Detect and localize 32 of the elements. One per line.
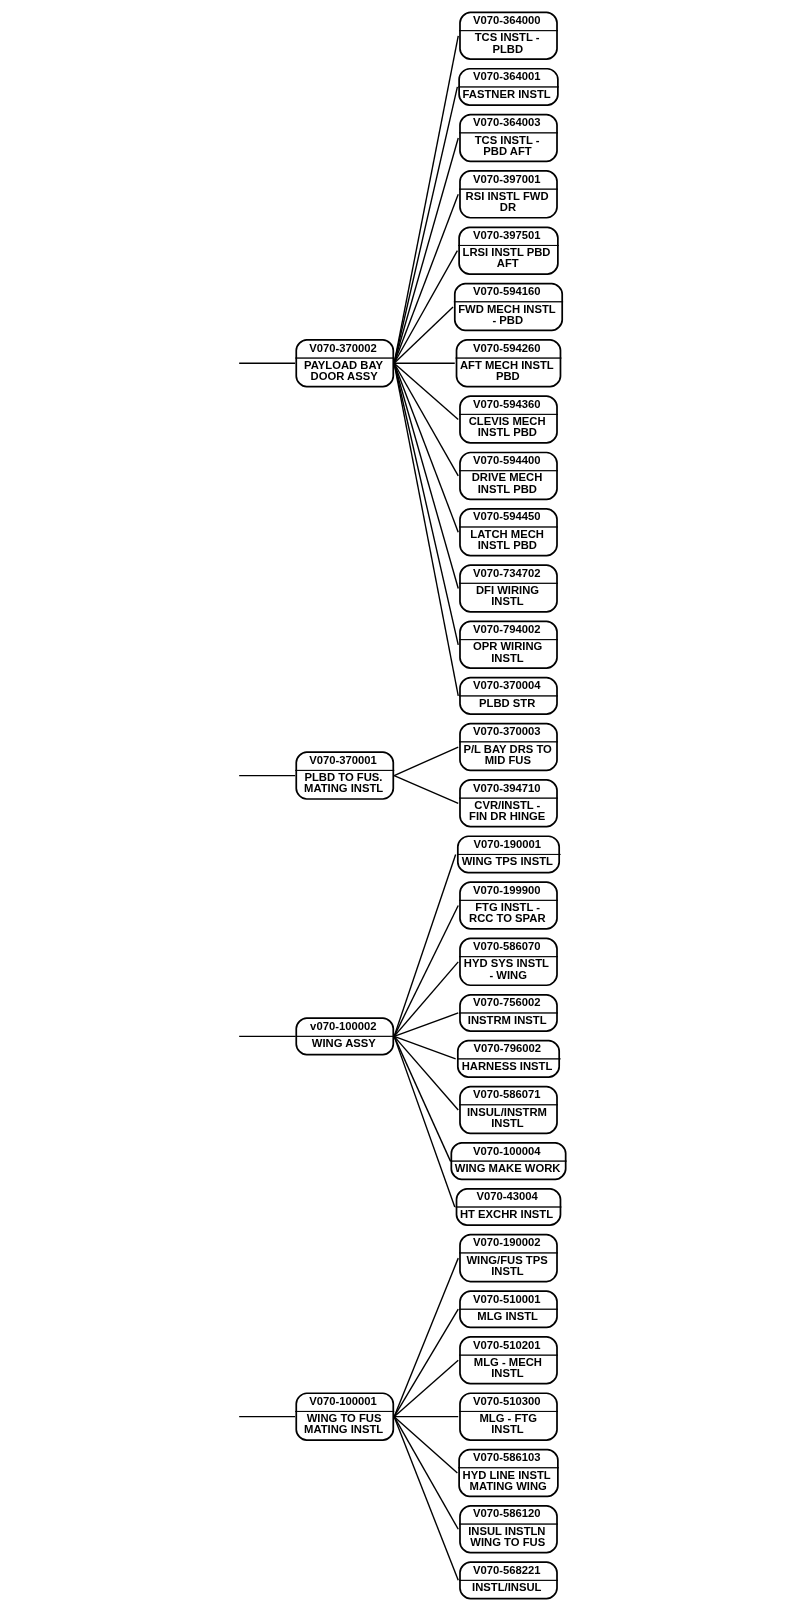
connector xyxy=(392,362,459,421)
connector xyxy=(392,193,459,364)
connector xyxy=(237,362,296,364)
connector xyxy=(392,1415,459,1418)
connector xyxy=(237,1415,296,1418)
connector xyxy=(392,746,459,777)
connector xyxy=(392,1415,459,1582)
connector xyxy=(392,1308,459,1418)
connector xyxy=(392,35,459,364)
connector xyxy=(392,362,459,697)
connector xyxy=(392,961,459,1038)
connector xyxy=(392,1035,456,1060)
connector xyxy=(392,1415,458,1474)
connector xyxy=(392,306,454,364)
connector xyxy=(392,362,459,646)
connector xyxy=(237,774,296,777)
connector xyxy=(392,1035,455,1208)
connector xyxy=(392,774,459,805)
connector xyxy=(392,362,455,364)
connector xyxy=(392,1359,459,1418)
connector xyxy=(392,137,459,364)
connector xyxy=(392,362,459,590)
connector xyxy=(237,1035,296,1038)
connector xyxy=(392,904,459,1038)
connector xyxy=(392,362,459,477)
connector xyxy=(392,86,458,364)
connector xyxy=(392,1012,459,1038)
connector xyxy=(392,1035,459,1111)
connector xyxy=(392,249,458,364)
connector xyxy=(392,362,459,533)
connector xyxy=(392,1415,459,1530)
connector xyxy=(392,1257,459,1418)
